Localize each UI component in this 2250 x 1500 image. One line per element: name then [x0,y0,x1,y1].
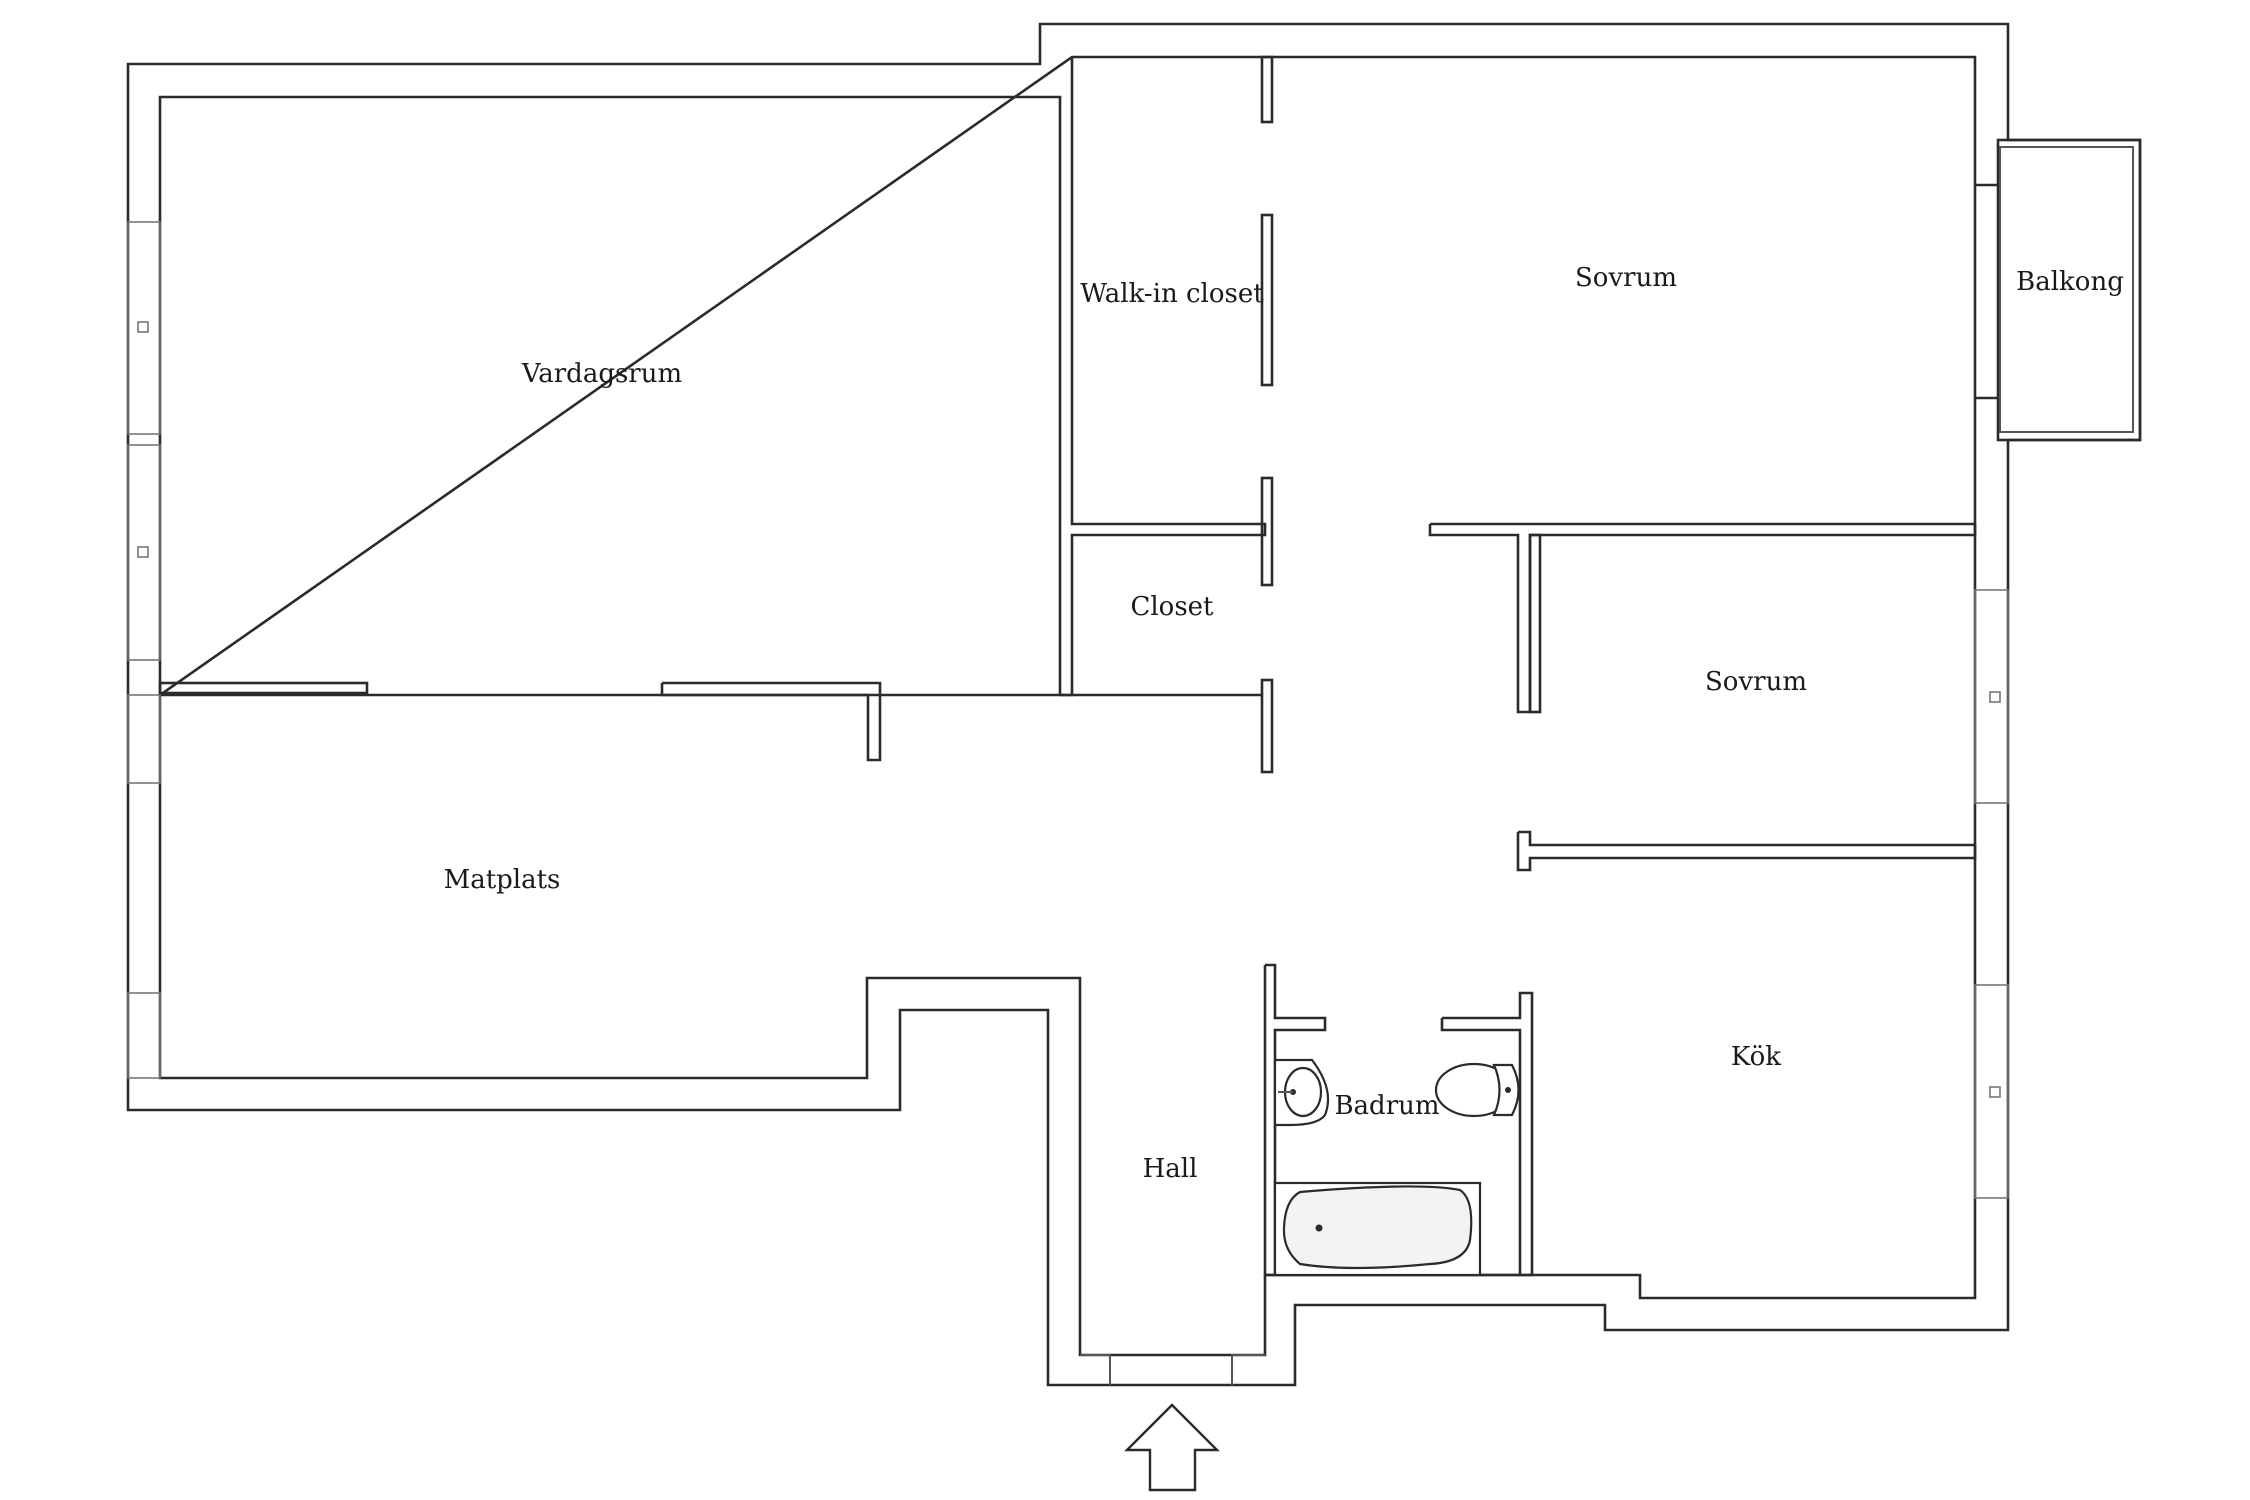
window-right-2 [1974,984,2009,1199]
walkin-divider-low [1260,476,1274,587]
window-right-1 [1974,589,2009,804]
bedroom2-bottom [1516,830,1977,872]
label-kok: Kök [1731,1042,1781,1072]
up-arrow-icon [1124,1403,1220,1492]
bathtub-icon [1273,1181,1482,1277]
window-left-1 [127,221,161,435]
partition-living-right [660,681,882,762]
bathroom-right [1440,991,1534,1277]
label-walk-in-closet: Walk-in closet [1080,279,1264,309]
sink-icon [1273,1058,1330,1127]
interior-outline-living [158,95,1062,697]
toilet-icon [1434,1062,1520,1118]
window-latch-1 [137,321,149,333]
label-sovrum-1: Sovrum [1575,263,1677,293]
balcony-outer [1996,138,2142,442]
window-latch-3 [1989,691,2001,703]
outer-walls [126,22,2142,1387]
closet-wall-right [1260,678,1274,774]
interior-walls [158,55,1977,1385]
partition-living-left [158,681,369,695]
label-vardagsrum: Vardagsrum [521,359,682,389]
label-badrum: Badrum [1334,1091,1439,1121]
exterior-outline [126,22,2142,1387]
windows-right [1974,589,2009,1199]
walkin-divider-mid [1260,213,1274,387]
bedroom2-left [1528,533,1542,714]
walkin-divider-top [1260,55,1274,124]
bathroom-fixtures [1273,1058,1520,1277]
label-closet: Closet [1130,592,1214,622]
bedroom1-bottom [1428,522,1977,714]
window-left-2 [127,444,161,661]
balcony [1975,138,2142,442]
label-matplats: Matplats [444,865,561,895]
window-left-4 [127,992,161,1079]
label-hall: Hall [1143,1154,1198,1184]
window-left-3 [127,694,161,784]
window-latch-4 [1989,1086,2001,1098]
label-sovrum-2: Sovrum [1705,667,1807,697]
interior-outline-dining [158,55,1977,1357]
hall-jamb-left [1080,1354,1111,1385]
room-labels: Vardagsrum Matplats Walk-in closet Close… [444,263,2124,1184]
label-balkong: Balkong [2016,267,2124,297]
balcony-inner [1999,146,2134,433]
windows-left [127,221,161,1079]
hall-jamb-right [1231,1354,1265,1385]
bathroom-left [1263,963,1327,1277]
window-latch-2 [137,546,149,558]
